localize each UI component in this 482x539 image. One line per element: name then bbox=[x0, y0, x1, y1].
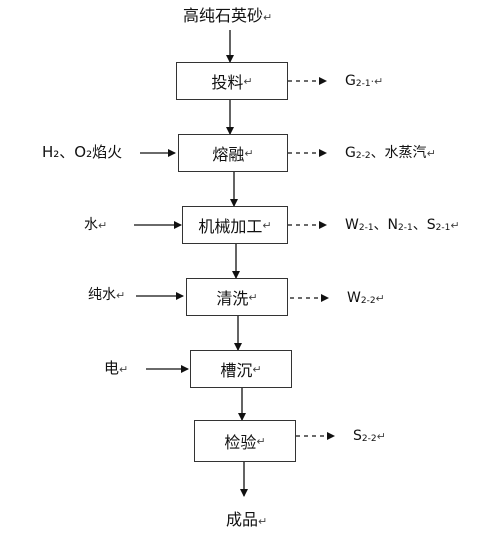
step-box-wash: 清洗↵ bbox=[186, 278, 288, 316]
input-water-label: 水↵ bbox=[84, 217, 108, 233]
output-wash-label: W2-2↵ bbox=[347, 290, 385, 306]
step-box-sink: 槽沉↵ bbox=[190, 350, 292, 388]
step-box-inspect: 检验↵ bbox=[194, 420, 296, 462]
output-inspect-label: S2-2↵ bbox=[353, 428, 386, 444]
input-fire-label: H₂、O₂焰火 bbox=[42, 143, 123, 161]
step-box-feed: 投料↵ bbox=[176, 62, 288, 100]
output-melt-label: G2-2、水蒸汽↵ bbox=[345, 145, 436, 161]
raw-material-label: 高纯石英砂↵ bbox=[183, 6, 273, 25]
step-box-melt: 熔融↵ bbox=[178, 134, 288, 172]
product-label: 成品↵ bbox=[226, 510, 268, 529]
output-machining-label: W2-1、N2-1、S2-1↵ bbox=[345, 217, 460, 233]
output-feed-label: G2-1·↵ bbox=[345, 73, 384, 89]
input-electricity-label: 电↵ bbox=[104, 359, 129, 377]
step-box-machining: 机械加工↵ bbox=[182, 206, 288, 244]
input-pure-water-label: 纯水↵ bbox=[88, 287, 126, 303]
